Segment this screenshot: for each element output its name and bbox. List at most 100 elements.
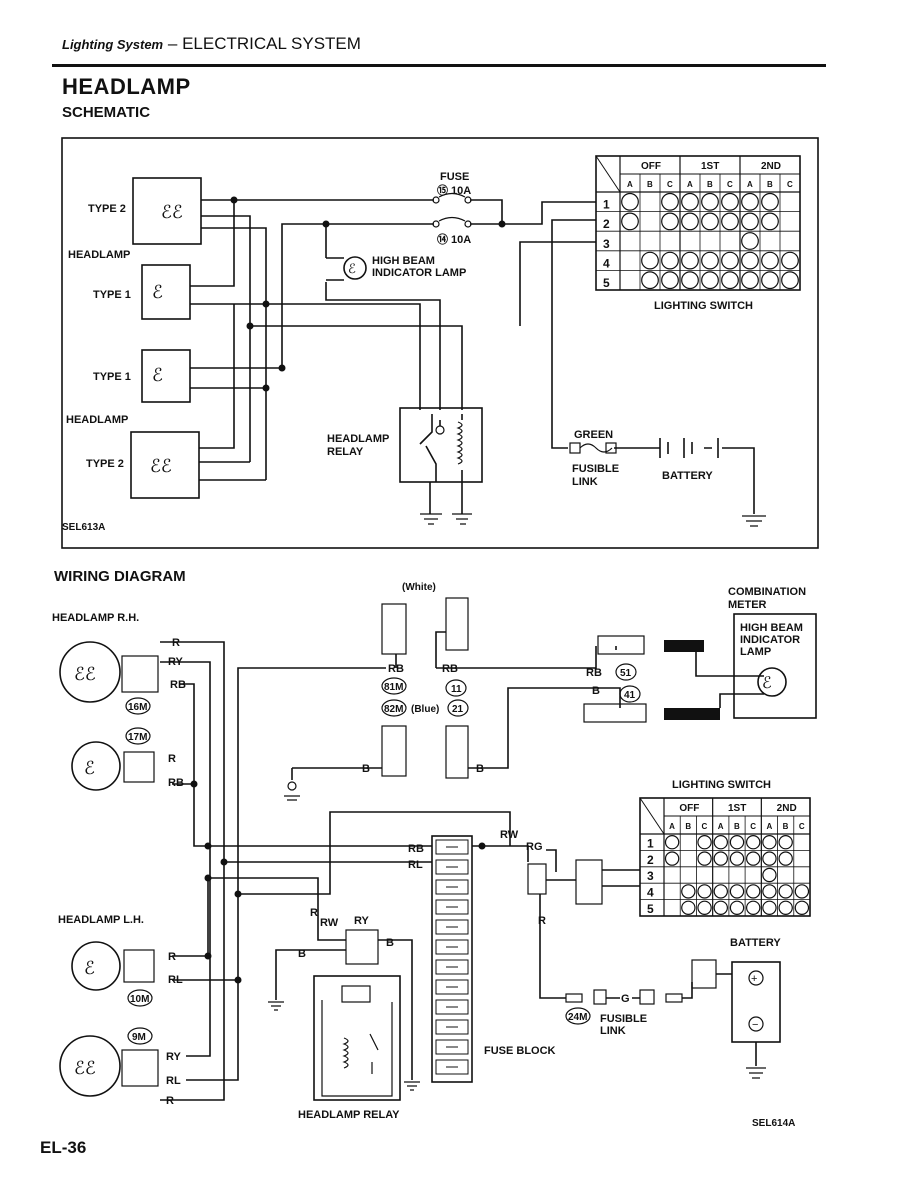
fuse-slot [435,999,469,1015]
connector-82m: 82M [381,699,407,717]
wiring-battery-label: BATTERY [730,937,781,949]
switch-contact [621,212,639,231]
switch-contact [701,212,719,231]
header-rule [52,64,826,67]
fuse-slot [435,919,469,935]
headlamp-bottom-label: HEADLAMP [66,414,128,426]
wire-b-relay-2: B [298,948,306,960]
switch-col-label: A [627,180,633,189]
switch-row-label: 1 [603,198,610,212]
switch-contact [701,251,719,270]
switch-contact [641,271,659,290]
switch-contact [778,851,793,866]
switch-contact [778,834,793,850]
hbl-label-3: LAMP [740,646,771,658]
wire-r-relay: R [310,907,318,919]
headlamp-rh-label: HEADLAMP R.H. [52,612,139,624]
switch-contact [721,271,739,290]
switch-contact [661,251,679,270]
svg-text:ℰℰ: ℰℰ [161,202,183,222]
hb-indicator-label-2: INDICATOR LAMP [372,267,466,279]
svg-text:ℰ: ℰ [84,958,95,978]
switch-contact [681,192,699,211]
schematic-wires [190,199,755,514]
svg-text:82M: 82M [384,704,403,715]
wiring-code: SEL614A [752,1118,795,1129]
svg-text:17M: 17M [128,732,147,743]
switch-contact [681,212,699,231]
switch-col-label: C [787,180,793,189]
switch-row-label: 3 [647,869,654,883]
switch-group-label: OFF [641,161,661,172]
type1-a-label: TYPE 1 [93,289,131,301]
headlamp-harness-wires [160,641,511,1101]
switch-contact [781,251,799,270]
switch-contact [713,834,728,850]
fuse-label: FUSE [440,171,469,183]
fuse-slot [435,1019,469,1035]
wire-rb-fuse: RB [408,843,424,855]
headlamp-type2-top: ℰℰ [132,177,202,245]
switch-contact [721,192,739,211]
wiring-fusible-2: LINK [600,1025,626,1037]
svg-text:ℰ: ℰ [152,365,163,385]
connector-16m: 16M [125,697,151,715]
switch-col-label: B [647,180,653,189]
switch-contact [762,884,777,899]
svg-text:10M: 10M [130,994,149,1005]
switch-group-label: 2ND [761,161,781,172]
switch-row-label: 2 [647,853,654,867]
wire-rw: RW [500,829,519,841]
switch-col-label: B [783,822,789,831]
combination-label-1: COMBINATION [728,586,806,598]
page-title: HEADLAMP [62,74,191,99]
meter-connectors [583,635,764,723]
wiring-heading: WIRING DIAGRAM [54,568,186,585]
switch-contact [746,834,761,850]
wire-rw-relay: RW [320,917,339,929]
switch-contact [701,192,719,211]
switch-row-label: 5 [647,902,654,916]
connector-white-pair [381,597,617,669]
switch-contact [661,192,679,211]
switch-row-label: 3 [603,237,610,251]
schematic-frame [61,137,819,549]
wire-rg: RG [526,841,543,853]
wiring-headlamp-lh-outer: ℰℰ [59,1035,159,1097]
fuse-slot [435,1039,469,1055]
wiring-headlamp-relay [268,929,420,1101]
svg-text:+: + [751,973,757,985]
fuse-14 [432,216,472,228]
wire-rb-11: RB [442,663,458,675]
switch-contact [762,851,777,866]
fuse-slot [435,939,469,955]
switch-contact [729,900,745,916]
schematic-junctions [230,196,506,392]
switch-contact [746,900,761,916]
headlamp-relay [399,407,483,525]
wiring-headlamp-lh-inner: ℰ [71,941,155,991]
switch-contact [729,851,745,866]
switch-contact [761,212,779,231]
wiring-battery: + − [691,959,781,1079]
svg-text:ℰ: ℰ [84,758,95,778]
switch-contact [664,851,680,866]
switch-col-label: C [799,822,805,831]
fuse-slot [435,879,469,895]
wire-b-21: B [476,763,484,775]
relay-label-1: HEADLAMP [327,433,389,445]
headlamp-type1-b: ℰ [141,349,191,403]
harness-junctions [190,780,242,984]
switch-group-label: 2ND [777,803,797,814]
switch-contact [713,900,728,916]
schematic-battery [659,438,766,527]
switch-contact [778,884,793,899]
wire-r-1: R [172,637,180,649]
relay-label-2: RELAY [327,446,364,458]
combination-label-2: METER [728,599,767,611]
svg-text:ℰ: ℰ [762,675,772,692]
schematic-fusible-link [569,442,617,454]
switch-row-label: 2 [603,217,610,231]
switch-contact [661,212,679,231]
